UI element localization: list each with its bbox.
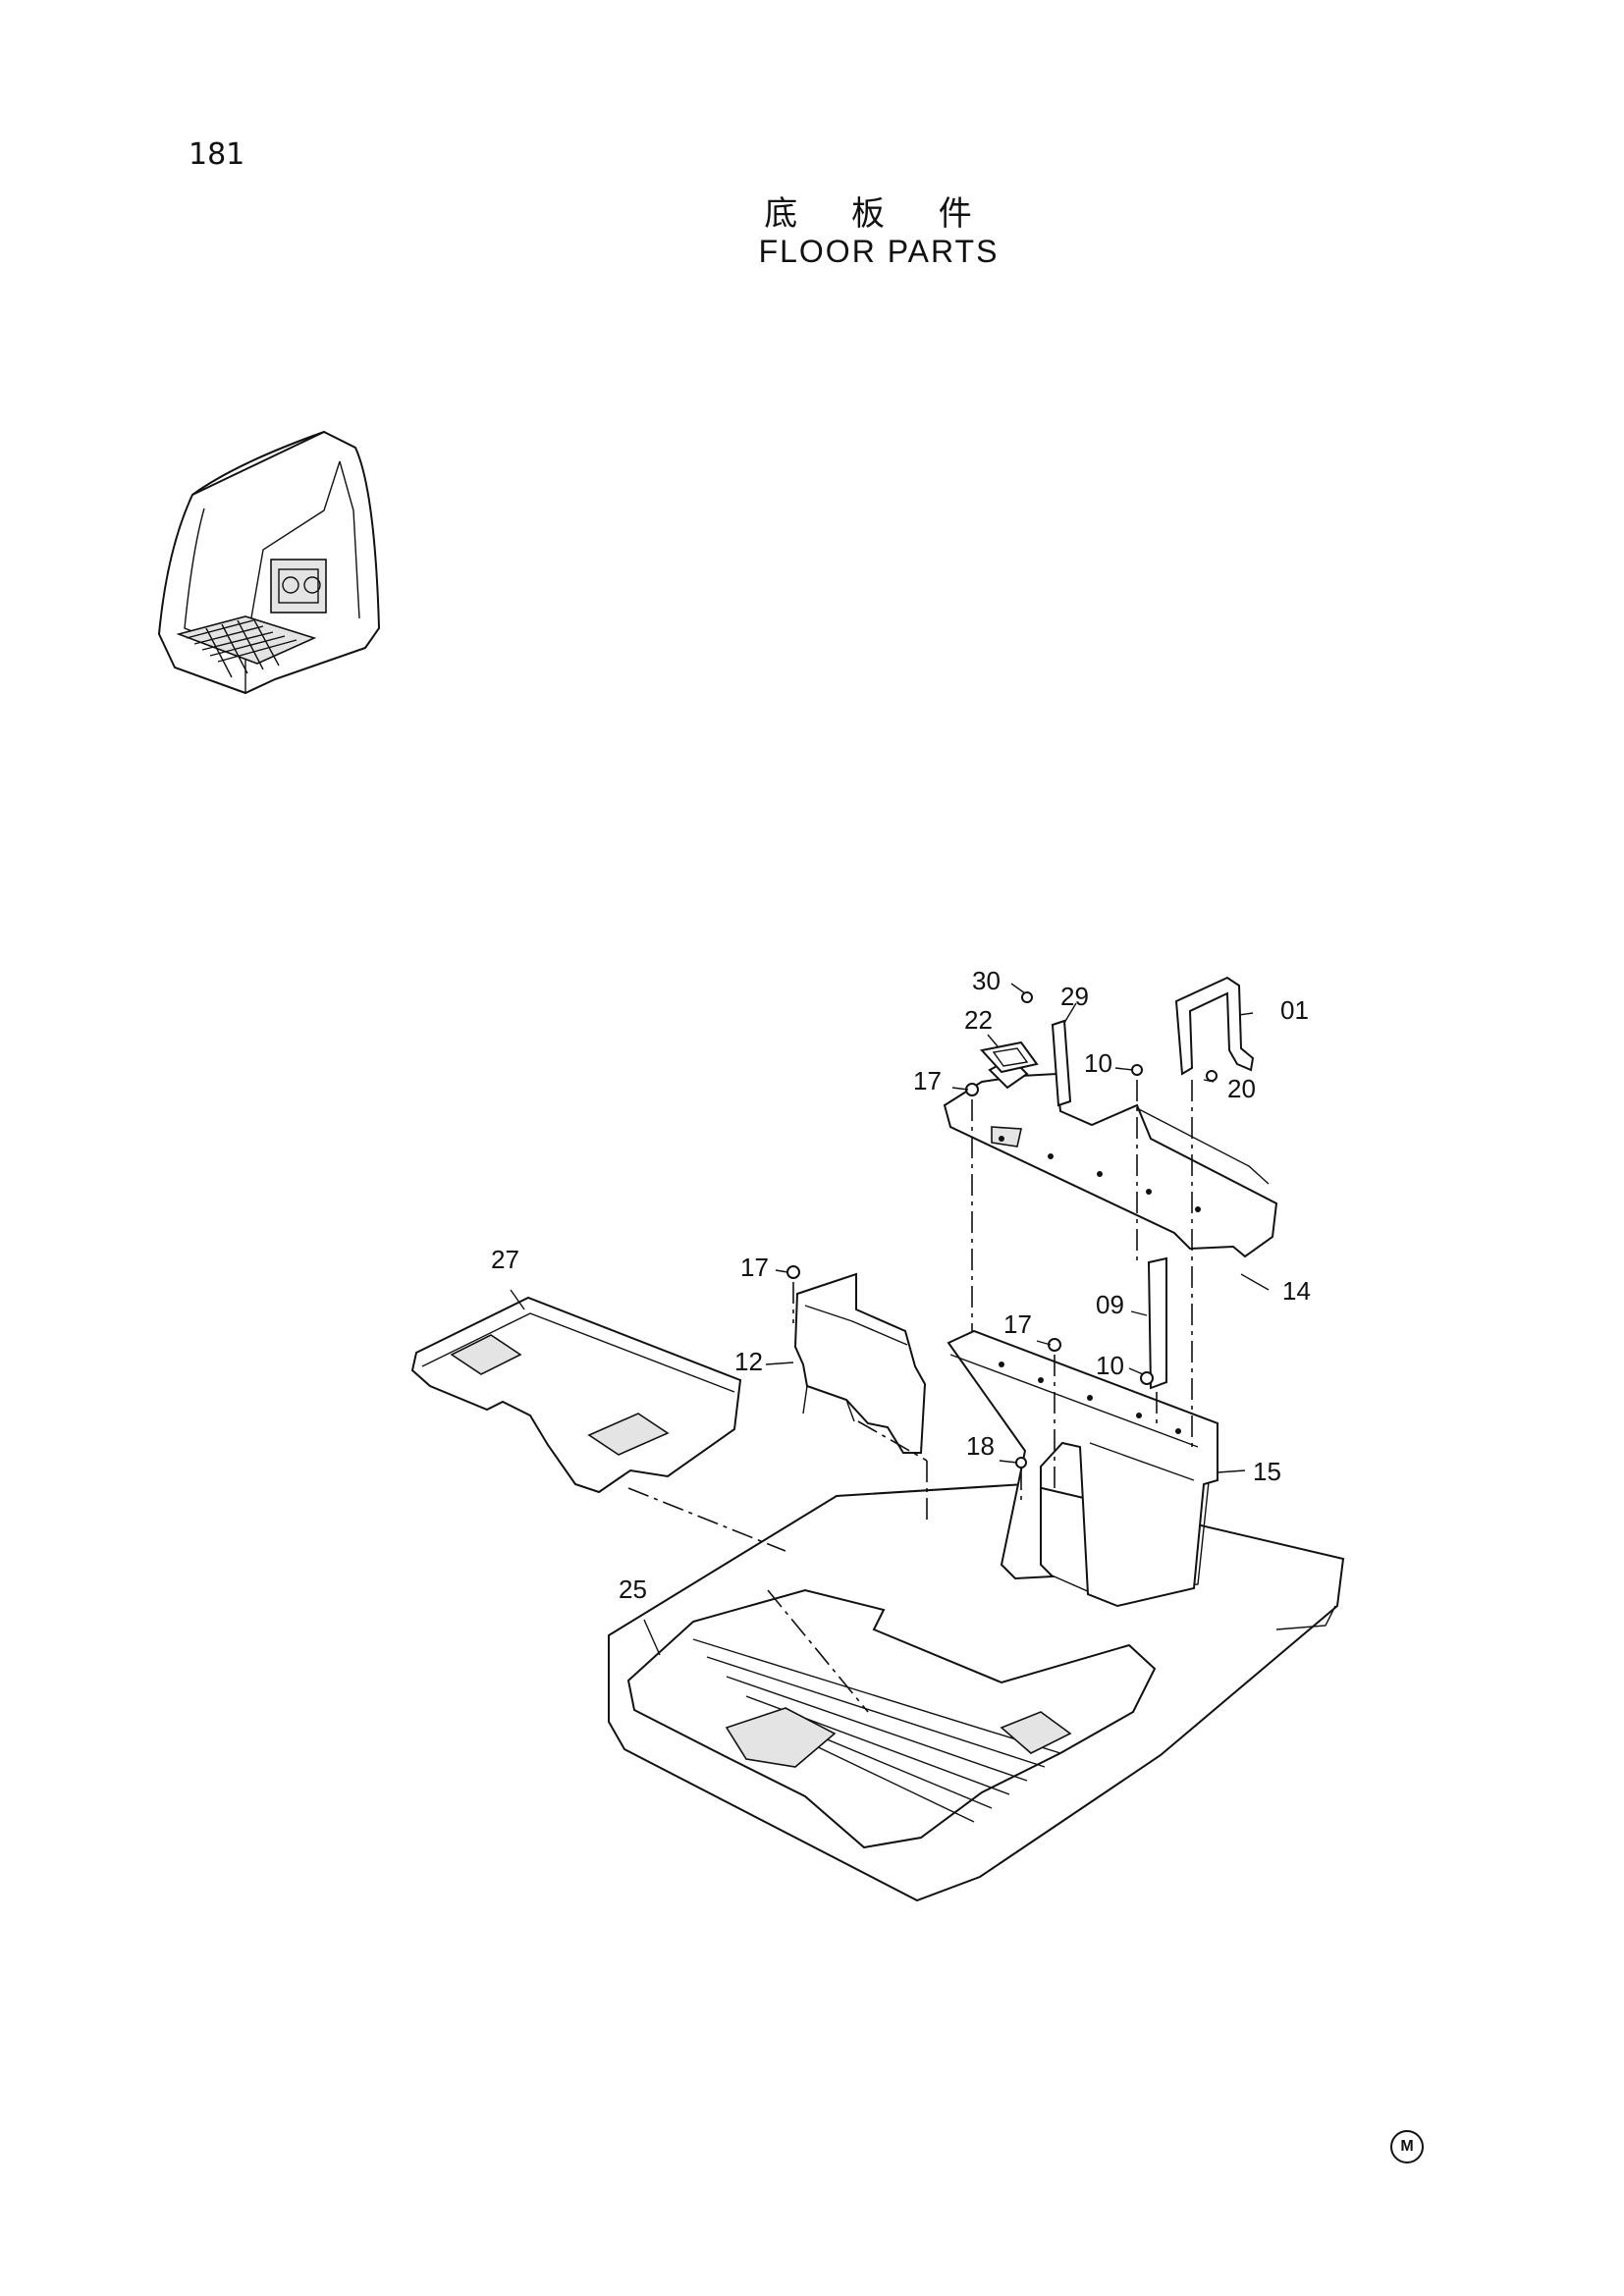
part-27-floor-mat bbox=[410, 1296, 742, 1494]
callout-20: 20 bbox=[1227, 1074, 1256, 1103]
part-12-cover bbox=[793, 1272, 927, 1454]
callout-17-upper: 17 bbox=[913, 1066, 942, 1095]
callout-17-left: 17 bbox=[740, 1253, 769, 1282]
cab-thumbnail bbox=[157, 430, 381, 695]
callout-10-lower: 10 bbox=[1096, 1351, 1124, 1380]
callout-12: 12 bbox=[734, 1347, 763, 1376]
page-number: 181 bbox=[189, 137, 245, 172]
callout-29: 29 bbox=[1060, 982, 1089, 1011]
page-title-chinese: 底 板 件 bbox=[764, 194, 994, 234]
callout-25: 25 bbox=[619, 1575, 647, 1604]
callout-10-upper: 10 bbox=[1084, 1048, 1112, 1078]
part-01-bracket bbox=[1174, 976, 1255, 1076]
part-14-upper-plate bbox=[943, 1056, 1278, 1258]
part-22-gasket bbox=[980, 1041, 1039, 1074]
part-25-floor-plate bbox=[608, 1471, 1345, 1902]
part-29-bracket bbox=[1051, 1019, 1072, 1107]
callout-17-middle: 17 bbox=[1003, 1309, 1032, 1339]
part-15-rear-frame bbox=[947, 1329, 1218, 1608]
callout-18: 18 bbox=[966, 1431, 995, 1461]
leader-lines bbox=[510, 983, 1270, 1656]
callout-15: 15 bbox=[1253, 1457, 1281, 1486]
callout-27: 27 bbox=[491, 1245, 519, 1274]
callout-01: 01 bbox=[1280, 995, 1309, 1025]
callout-30: 30 bbox=[972, 966, 1001, 995]
page-title: FLOOR PARTS bbox=[758, 234, 1000, 269]
callout-22: 22 bbox=[964, 1005, 993, 1035]
assembly-lines bbox=[627, 1080, 1193, 1713]
part-09-bracket bbox=[1147, 1256, 1167, 1390]
callout-14: 14 bbox=[1282, 1276, 1311, 1306]
callout-09: 09 bbox=[1096, 1290, 1124, 1319]
manufacturer-mark-icon: M bbox=[1390, 2130, 1424, 2163]
